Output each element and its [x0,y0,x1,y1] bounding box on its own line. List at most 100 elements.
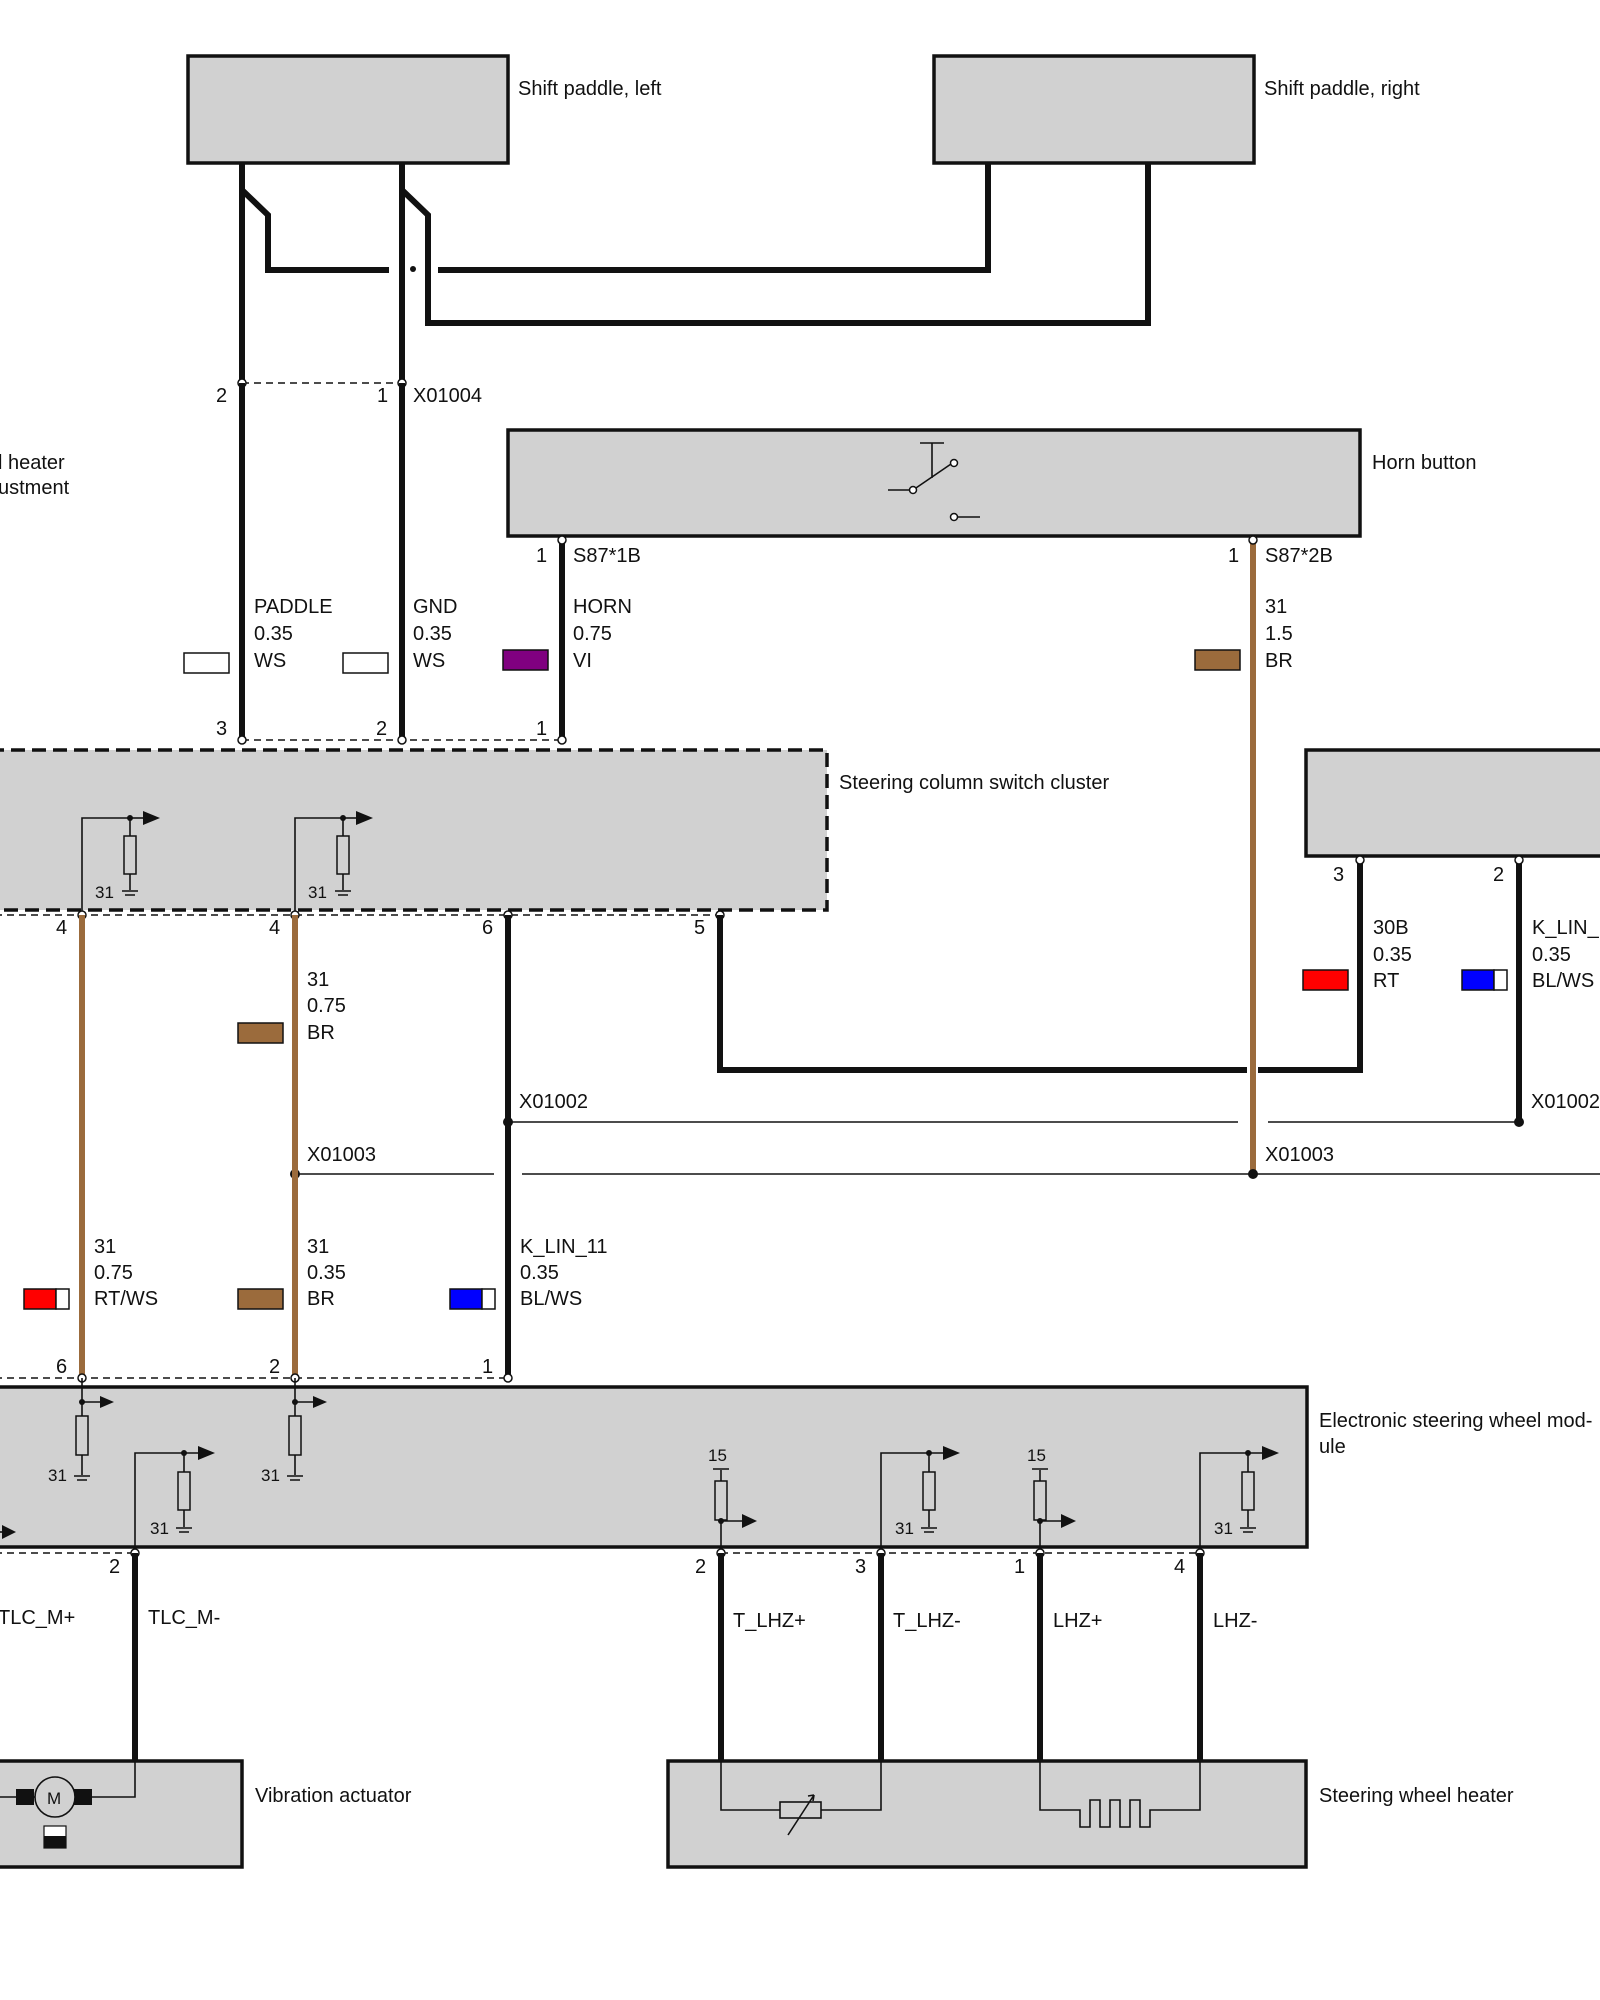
heater-adjustment-label-line1: l heater [0,452,65,474]
wire-color-swatch [1461,969,1495,991]
pin-number: 4 [269,917,280,939]
wire-color-swatch [449,1288,483,1310]
connector-pin [397,735,407,745]
wire-color-code: WS [254,650,286,672]
pin-number: 1 [536,545,547,567]
pin-number: 1 [536,718,547,740]
heating-element-icon [1039,1761,1201,1828]
wire-color-swatch [481,1288,496,1310]
wire-label-paddle: PADDLE 0.35 WS [183,596,333,674]
wire-color-swatch [55,1288,70,1310]
wire-color-swatch [1302,969,1349,991]
signal-tlc-m-minus: TLC_M- [148,1607,220,1629]
horn-switch-symbol [888,442,980,522]
wire-color-code: VI [573,650,592,672]
splice-dot [1514,1117,1524,1127]
steering-column-switch-cluster-label: Steering column switch cluster [839,772,1109,794]
cluster-internal-resistor-a: 31 [81,811,160,915]
pin-number: 3 [855,1556,866,1578]
wire-size: 0.75 [573,623,612,645]
pin-number: 2 [695,1556,706,1578]
horn-button-label: Horn button [1372,452,1477,474]
wire-signal: 31 [1265,596,1287,618]
pin-number: 4 [56,917,67,939]
vibration-actuator-box [0,1759,244,1869]
paddle-crossover-wire-b [399,163,1151,326]
pin-number: 1 [1014,1556,1025,1578]
electronic-steering-wheel-module-box [0,1385,1309,1549]
pin-number: 1 [377,385,388,407]
wire-signal: K_LIN_11 [520,1236,607,1258]
motor-icon: M [0,1761,136,1849]
steering-wheel-heater-box [666,1759,1308,1869]
temperature-sensor-icon [720,1761,882,1836]
shift-paddle-right-box [932,54,1256,165]
signal-lhz-plus: LHZ+ [1053,1610,1102,1632]
wire-size: 0.35 [1532,944,1571,966]
wire-signal: 31 [94,1236,116,1258]
pin-number: 2 [269,1356,280,1378]
wire-signal: K_LIN_ [1532,917,1600,939]
wire-color-swatch [23,1288,57,1310]
wire-label-horn: HORN 0.75 VI [502,596,632,672]
shift-paddle-left-box [186,54,510,165]
pin-number: 6 [482,917,493,939]
connector-s87-2b-label: S87*2B [1265,545,1333,567]
shift-paddle-wiring [239,163,1151,383]
signal-lhz-minus: LHZ- [1213,1610,1257,1632]
wire-signal: PADDLE [254,596,333,618]
wire-label-k-lin-right: K_LIN_ 0.35 BL/WS [1461,917,1600,992]
wire-size: 1.5 [1265,623,1293,645]
eswm-internal-symbols: 31 31 31 15 31 15 [0,1378,1279,1552]
splice-x01002-label: X01002 [519,1091,588,1113]
wire-color-code: BR [307,1022,335,1044]
wire-size: 0.75 [94,1262,133,1284]
horn-button-box [506,428,1362,538]
ground-31-label: 31 [261,1466,280,1485]
heater-adjustment-label-line2: ustment [0,477,70,499]
pin-number: 3 [1333,864,1344,886]
connector-pin [1248,535,1258,545]
electronic-steering-wheel-module-label-line1: Electronic steering wheel mod- [1319,1410,1592,1432]
connector-pin [1355,855,1365,865]
wire-label-31-br-upper: 31 0.75 BR [237,969,346,1044]
wire-color-code: RT/WS [94,1288,158,1310]
wire-signal: HORN [573,596,632,618]
wire-color-code: BR [1265,650,1293,672]
30b-wire [1258,856,1363,1073]
pin-number: 1 [1228,545,1239,567]
supply-15-label: 15 [708,1446,727,1465]
pin-number: 2 [109,1556,120,1578]
pin-number: 2 [216,385,227,407]
ground-31-label: 31 [308,883,327,902]
wire-size: 0.35 [307,1262,346,1284]
wire-size: 0.35 [520,1262,559,1284]
steering-wheel-heater-label: Steering wheel heater [1319,1785,1514,1807]
motor-label: M [47,1789,61,1808]
connector-pin [557,735,567,745]
wire-color-swatch [1194,649,1241,671]
vibration-actuator-label: Vibration actuator [255,1785,412,1807]
wire-label-gnd: GND 0.35 WS [342,596,457,674]
pin-number: 4 [1174,1556,1185,1578]
wire-signal: 31 [307,1236,329,1258]
signal-t-lhz-plus: T_LHZ+ [733,1610,806,1632]
ground-31-label: 31 [48,1466,67,1485]
shift-paddle-left-label: Shift paddle, left [518,78,662,100]
connector-pin [237,735,247,745]
wire-color-swatch [342,652,389,674]
splice-x01003-label: X01003 [307,1144,376,1166]
wire-size: 0.35 [254,623,293,645]
pin-number: 3 [216,718,227,740]
shift-paddle-right-label: Shift paddle, right [1264,78,1420,100]
splice-x01003-label: X01003 [1265,1144,1334,1166]
splice-x01002-label: X01002 [1531,1091,1600,1113]
wire-cross-dot [410,266,416,272]
wire-label-31-rt-ws: 31 0.75 RT/WS [23,1236,158,1310]
electronic-steering-wheel-module-label-line2: ule [1319,1436,1346,1458]
connector-pin [557,535,567,545]
wire-color-swatch [502,649,549,671]
pin-number: 2 [376,718,387,740]
pin-number: 1 [482,1356,493,1378]
